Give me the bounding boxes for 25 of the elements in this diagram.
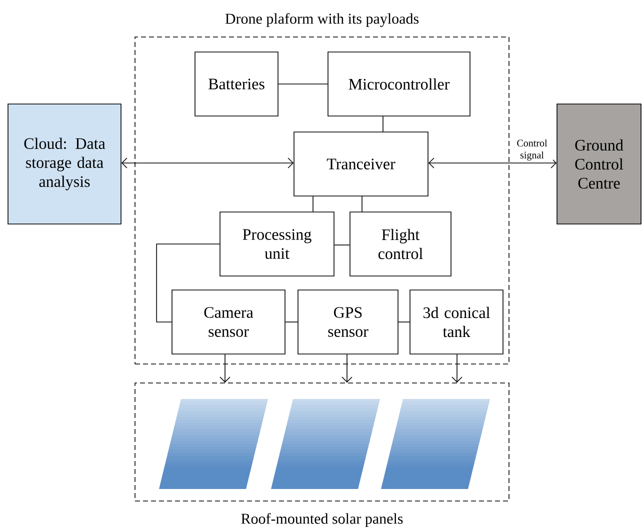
process-box: Camera sensor [172, 290, 286, 354]
connector [342, 354, 352, 383]
edge-label: Control signal [511, 138, 553, 162]
group-heading: Roof-mounted solar panels [241, 513, 403, 527]
connector [312, 196, 314, 212]
process-box: Processing unit [220, 212, 334, 276]
process-box: Flight control [350, 212, 452, 276]
process-box: Microcontroller [328, 52, 470, 116]
connector [382, 116, 384, 132]
connector [220, 354, 230, 383]
solar-panel [381, 399, 490, 489]
group-heading: Drone plaform with its payloads [225, 13, 419, 27]
ground-station-box: Ground Control Centre [556, 104, 642, 224]
connector [452, 354, 462, 383]
process-box: 3d conical tank [410, 290, 504, 354]
solar-panel [159, 399, 268, 489]
process-box: GPS sensor [298, 290, 398, 354]
connector [156, 244, 220, 322]
connector [428, 158, 557, 168]
process-box: Tranceiver [294, 132, 428, 196]
process-box: Batteries [194, 52, 278, 116]
solar-panel [271, 399, 380, 489]
connector [334, 244, 350, 246]
connector [121, 158, 294, 168]
cloud-box: Cloud: Data storage data analysis [8, 104, 122, 224]
